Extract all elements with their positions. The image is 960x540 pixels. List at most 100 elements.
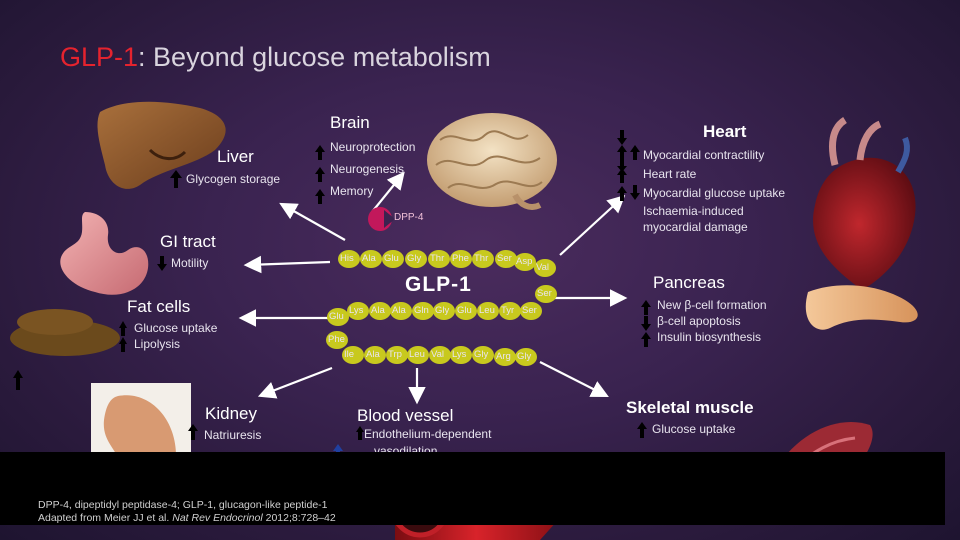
pancreas-effect-insulin-biosynthesis: Insulin biosynthesis [657,330,762,344]
brain-heading: Brain [330,113,370,132]
amino-acid-bead [327,308,349,326]
amino-acid-label: Ser [537,288,552,299]
liver-illustration [97,101,226,189]
amino-acid-label: Val [536,262,550,273]
amino-acid-label: Glu [329,311,344,322]
amino-acid-bead [515,348,537,366]
amino-acid-bead [369,302,391,320]
amino-acid-label: Ala [371,305,385,316]
amino-acid-bead [477,302,499,320]
amino-acid-bead [382,250,404,268]
amino-acid-bead [472,250,494,268]
amino-acid-bead [386,346,408,364]
amino-acid-label: Ala [362,253,376,264]
title-glp1: GLP-1 [60,42,139,72]
amino-acid-bead [433,302,455,320]
brain-effect-memory: Memory [330,184,374,198]
vessel-effect-line1: Endothelium-dependent [364,427,492,441]
amino-acid-label: Val [431,349,445,360]
fat-cells-illustration [10,309,120,356]
amino-acid-bead [347,302,369,320]
amino-acid-bead [364,346,386,364]
heart-illustration [813,117,916,290]
amino-acid-bead [494,348,516,366]
amino-acid-label: Leu [479,305,495,316]
footer-bar [0,452,945,525]
heart-effect-myocardial-damage: myocardial damage [643,220,748,234]
liver-effect-glycogen-storage: Glycogen storage [186,172,281,186]
amino-acid-label: Phe [452,253,469,264]
fat-cells-heading: Fat cells [127,297,191,316]
amino-acid-label: Lys [349,305,364,316]
stomach-illustration [60,212,149,295]
amino-acid-bead [535,285,557,303]
amino-acid-bead [326,331,348,349]
heart-effect-heart-rate: Heart rate [643,167,697,181]
amino-acid-label: Ser [497,253,512,264]
blood-vessel-heading: Blood vessel [357,406,454,425]
footnote-abbreviations: DPP-4, dipeptidyl peptidase-4; GLP-1, gl… [38,499,328,511]
pancreas-effect-beta-cell-apoptosis: β-cell apoptosis [657,314,741,328]
heart-effect-contractility: Myocardial contractility [643,148,765,162]
amino-acid-bead [360,250,382,268]
amino-acid-label: His [340,253,354,264]
reference-prefix: Adapted from Meier JJ et al. [38,512,173,524]
amino-acid-label: Phe [328,334,345,345]
kidney-effect-natriuresis: Natriuresis [204,428,262,442]
amino-acid-label: Ile [344,349,355,360]
amino-acid-label: Leu [409,349,425,360]
pancreas-illustration [805,285,918,330]
footnote: DPP-4, dipeptidyl peptidase-4; GLP-1, gl… [38,499,336,525]
amino-acid-label: Lys [452,349,467,360]
amino-acid-label: Thr [474,253,489,264]
amino-acid-bead [390,302,412,320]
amino-acid-bead [450,250,472,268]
amino-acid-bead [534,259,556,277]
amino-acid-label: Glu [384,253,399,264]
amino-acid-label: Gly [517,351,532,362]
gi-tract-heading: GI tract [160,232,216,251]
amino-acid-bead [472,346,494,364]
amino-acid-label: Asp [516,256,533,267]
kidney-heading: Kidney [205,404,257,423]
amino-acid-bead [455,302,477,320]
footnote-reference: Adapted from Meier JJ et al. Nat Rev End… [38,512,336,525]
reference-suffix: 2012;8:728–42 [262,512,336,524]
title-rest: : Beyond glucose metabolism [138,42,491,72]
amino-acid-bead [338,250,360,268]
reference-journal: Nat Rev Endocrinol [172,512,263,524]
dpp4-label: DPP-4 [394,212,424,223]
amino-acid-bead [412,302,434,320]
amino-acid-label: Gly [474,349,489,360]
amino-acid-label: Ser [522,305,537,316]
amino-acid-bead [407,346,429,364]
amino-acid-bead [499,302,521,320]
liver-heading: Liver [217,147,254,166]
amino-acid-label: Trp [388,349,402,360]
amino-acid-label: Glu [457,305,472,316]
muscle-effect-glucose-uptake: Glucose uptake [652,422,736,436]
brain-effect-neurogenesis: Neurogenesis [330,162,405,176]
heart-effect-glucose-uptake: Myocardial glucose uptake [643,186,786,200]
amino-acid-bead [428,250,450,268]
dpp4-enzyme-shape [368,207,395,231]
pancreas-effect-beta-cell-formation: New β-cell formation [657,298,767,312]
amino-acid-label: Gly [407,253,422,264]
amino-acid-label: Gly [435,305,450,316]
heart-heading: Heart [703,122,747,141]
pancreas-heading: Pancreas [653,273,725,292]
brain-illustration [427,113,557,210]
amino-acid-bead [342,346,364,364]
effect-arrows [238,171,628,405]
amino-acid-bead [429,346,451,364]
fat-effect-lipolysis: Lipolysis [134,337,181,351]
amino-acid-label: Ala [392,305,406,316]
amino-acid-label: Ala [366,349,380,360]
gi-effect-motility: Motility [171,256,209,270]
glp1-peptide-label: GLP-1 [405,273,472,296]
amino-acid-bead [405,250,427,268]
amino-acid-label: Gln [414,305,429,316]
amino-acid-bead [450,346,472,364]
amino-acid-label: Thr [430,253,445,264]
skeletal-muscle-heading: Skeletal muscle [626,398,754,417]
